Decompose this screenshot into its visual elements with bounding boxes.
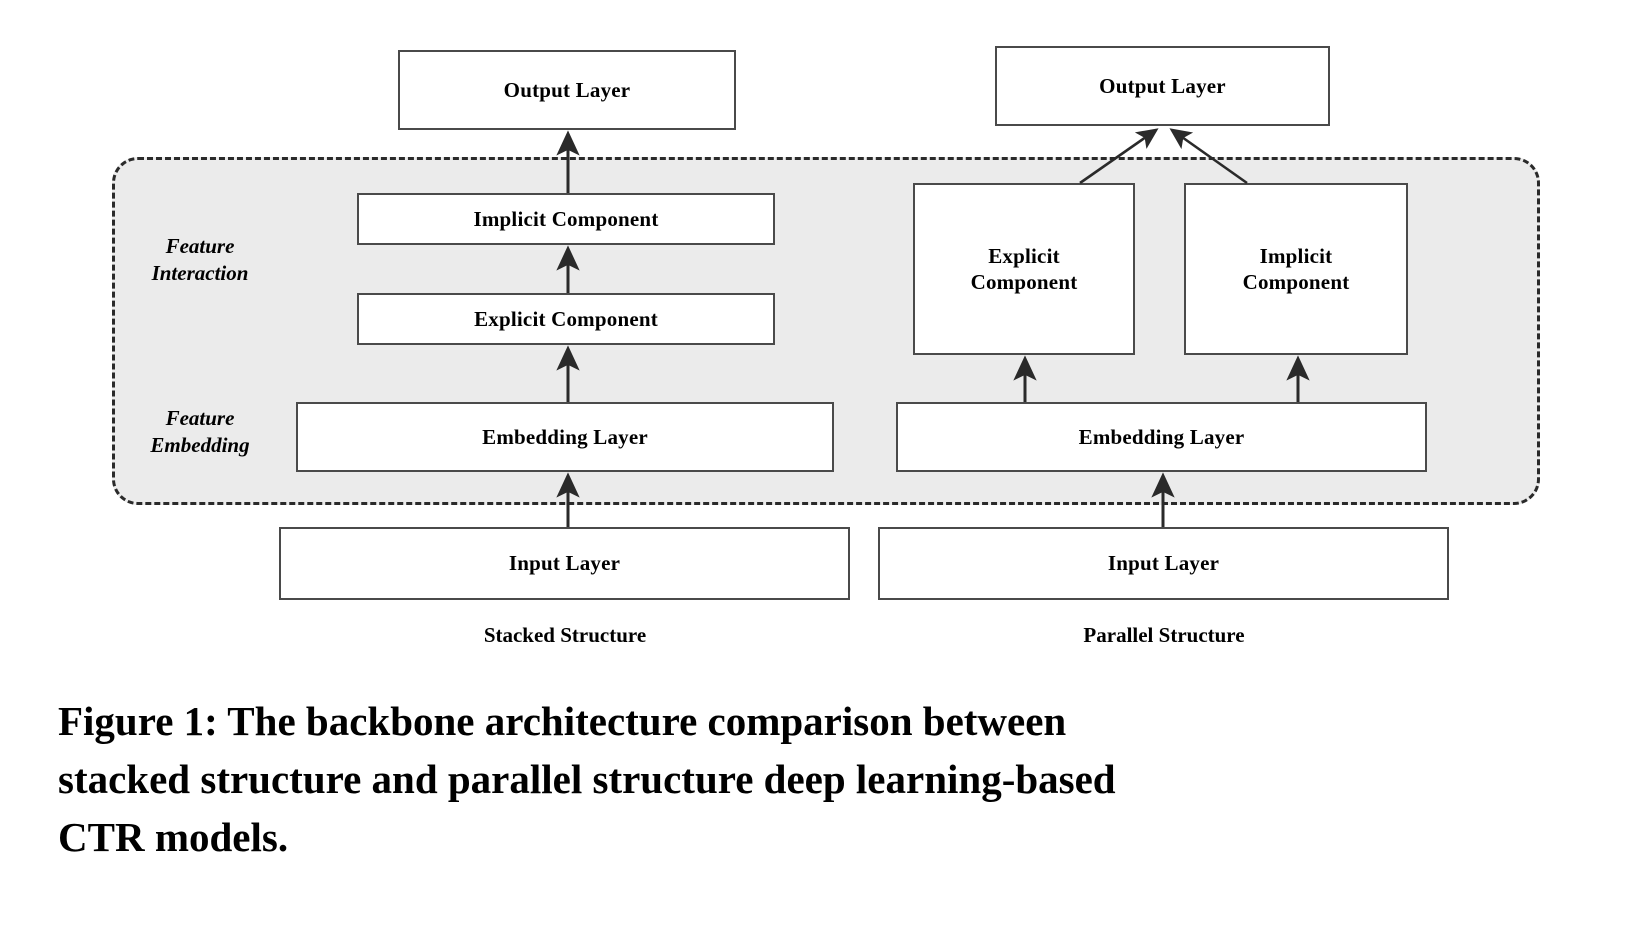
stacked-implicit-component-box: Implicit Component <box>357 193 775 245</box>
parallel-explicit-component-box: Explicit Component <box>913 183 1135 355</box>
parallel-output-layer-box: Output Layer <box>995 46 1330 126</box>
stacked-output-layer-box: Output Layer <box>398 50 736 130</box>
figure-caption-line-3: CTR models. <box>58 814 289 861</box>
parallel-implicit-component-box: Implicit Component <box>1184 183 1408 355</box>
section-label-feature-embedding: Feature Embedding <box>150 406 250 458</box>
stacked-structure-caption: Stacked Structure <box>483 623 647 647</box>
stacked-explicit-component-box: Explicit Component <box>357 293 775 345</box>
section-label-feature-interaction: Feature Interaction <box>151 234 249 286</box>
figure-caption-line-2: stacked structure and parallel structure… <box>58 756 1116 803</box>
stacked-input-layer-box: Input Layer <box>279 527 850 600</box>
parallel-structure-caption: Parallel Structure <box>1083 623 1245 647</box>
figure-caption-line-1: Figure 1: The backbone architecture comp… <box>58 698 1067 744</box>
stacked-embedding-layer-box: Embedding Layer <box>296 402 834 472</box>
figure-caption: Figure 1: The backbone architecture comp… <box>58 692 1586 867</box>
parallel-input-layer-box: Input Layer <box>878 527 1449 600</box>
parallel-embedding-layer-box: Embedding Layer <box>896 402 1427 472</box>
